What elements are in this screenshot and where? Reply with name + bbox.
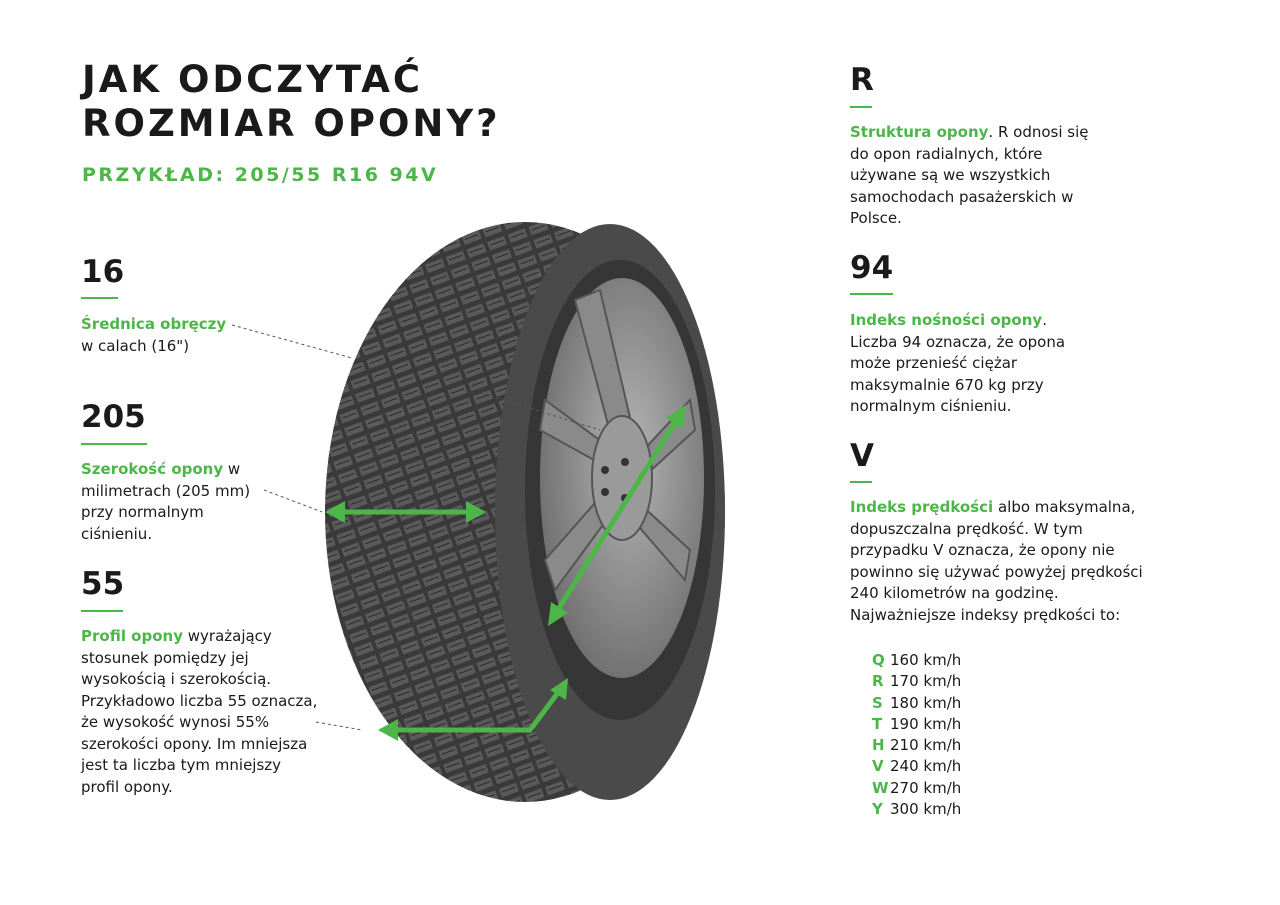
divider <box>850 481 872 483</box>
wheel-hub <box>591 415 653 541</box>
width-description: Szerokość opony w milimetrach (205 mm) p… <box>81 460 251 543</box>
load-index-number: 94 <box>850 250 894 286</box>
profile-number: 55 <box>81 566 125 602</box>
speed-index-item: W270 km/h <box>872 778 962 797</box>
width-number: 205 <box>81 399 146 435</box>
example-size: PRZYKŁAD: 205/55 R16 94V <box>82 164 439 186</box>
speed-index-description: Indeks prędkości albo maksymalna, dopusz… <box>850 498 1143 624</box>
divider <box>850 106 872 108</box>
divider <box>81 610 123 612</box>
divider <box>850 293 893 295</box>
profile-description: Profil opony wyrażający stosunek pomiędz… <box>81 627 318 796</box>
structure-description: Struktura opony. R odnosi się do opon ra… <box>850 123 1089 227</box>
measurement-arrows <box>325 405 686 741</box>
load-index-description: Indeks nośności opony. Liczba 94 oznacza… <box>850 311 1066 415</box>
speed-index-letter: V <box>850 438 874 474</box>
structure-letter: R <box>850 62 874 98</box>
rim-diameter-number: 16 <box>81 254 125 290</box>
divider <box>81 297 118 299</box>
divider <box>81 443 147 445</box>
dashed-leader-lines <box>231 324 601 731</box>
